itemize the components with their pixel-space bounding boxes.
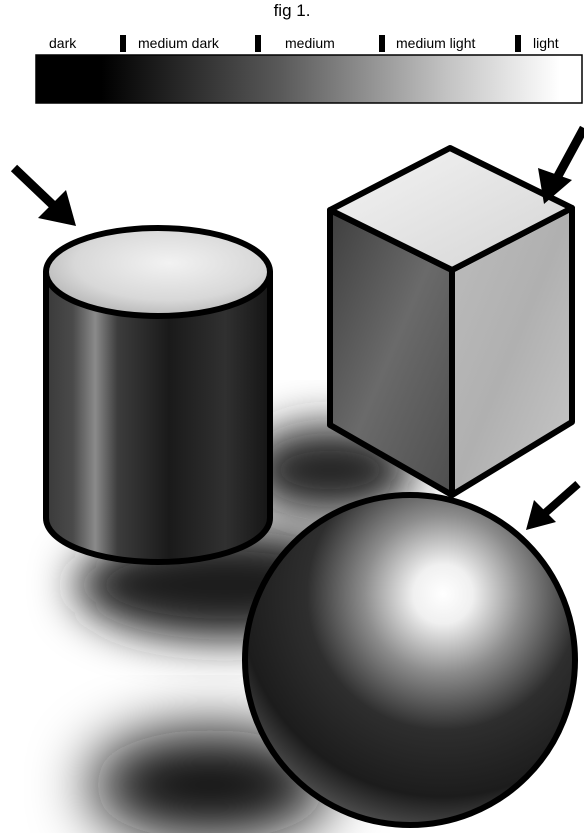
cylinder-light-arrow [14,168,76,226]
cube-light-arrow [538,128,584,204]
sphere-light-arrow [526,484,578,530]
cylinder-top [46,228,270,316]
cylinder [46,228,270,562]
cube [330,148,572,495]
value-scale-bar [36,55,582,103]
sphere [245,495,575,825]
